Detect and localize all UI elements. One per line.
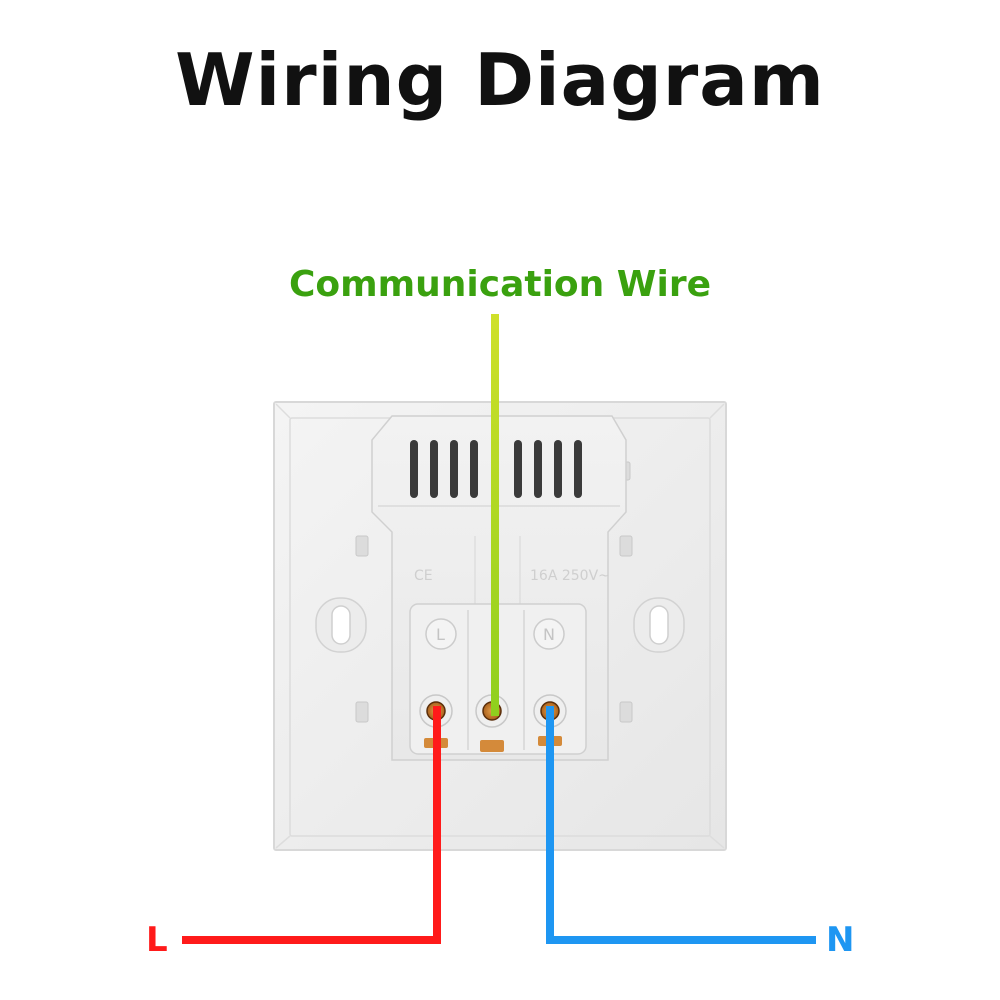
- communication-wire: [491, 314, 499, 716]
- terminal-screw-n: [533, 694, 567, 746]
- live-wire: [182, 706, 441, 944]
- neutral-wire-label: N: [826, 920, 855, 960]
- mounting-slot-right: [633, 597, 685, 653]
- vent-slots: [410, 440, 582, 498]
- diagram-title: Wiring Diagram: [175, 38, 825, 122]
- mounting-slot-left: [315, 597, 367, 653]
- ce-mark: CE: [414, 568, 433, 584]
- communication-wire-label: Communication Wire: [288, 264, 712, 305]
- terminal-n-marking: N: [543, 625, 555, 644]
- live-wire-label: L: [146, 920, 168, 960]
- rating-label: 16A 250V~: [530, 568, 610, 584]
- terminal-l-marking: L: [436, 625, 445, 644]
- neutral-wire: [546, 706, 816, 944]
